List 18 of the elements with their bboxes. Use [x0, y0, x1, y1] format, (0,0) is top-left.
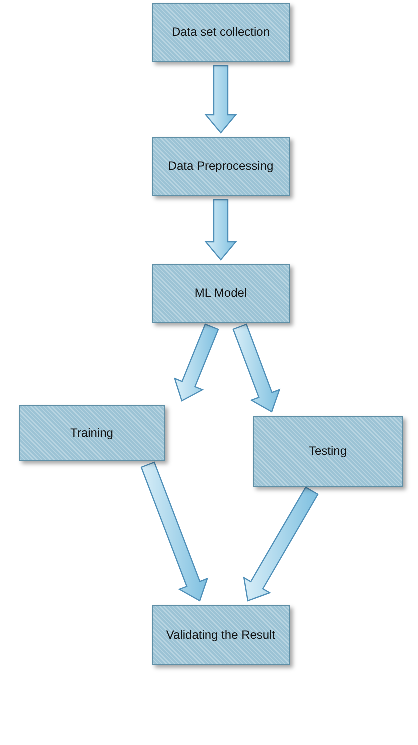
block-arrow [140, 462, 209, 602]
block-arrow [204, 65, 238, 134]
box-label: Validating the Result [166, 628, 276, 642]
process-box [253, 416, 403, 487]
process-box [152, 264, 290, 323]
process-box [152, 3, 290, 62]
box-label: Training [70, 426, 114, 440]
process-box [19, 405, 165, 461]
block-arrow [174, 324, 220, 402]
box-label: ML Model [194, 286, 248, 301]
block-arrow [204, 199, 238, 261]
box-label: Data set collection [172, 25, 270, 40]
box-label: Data Preprocessing [168, 159, 274, 174]
block-arrow [232, 324, 281, 413]
process-box [152, 605, 290, 665]
block-arrow [243, 486, 319, 602]
process-box [152, 137, 290, 196]
box-label: Testing [308, 444, 348, 459]
